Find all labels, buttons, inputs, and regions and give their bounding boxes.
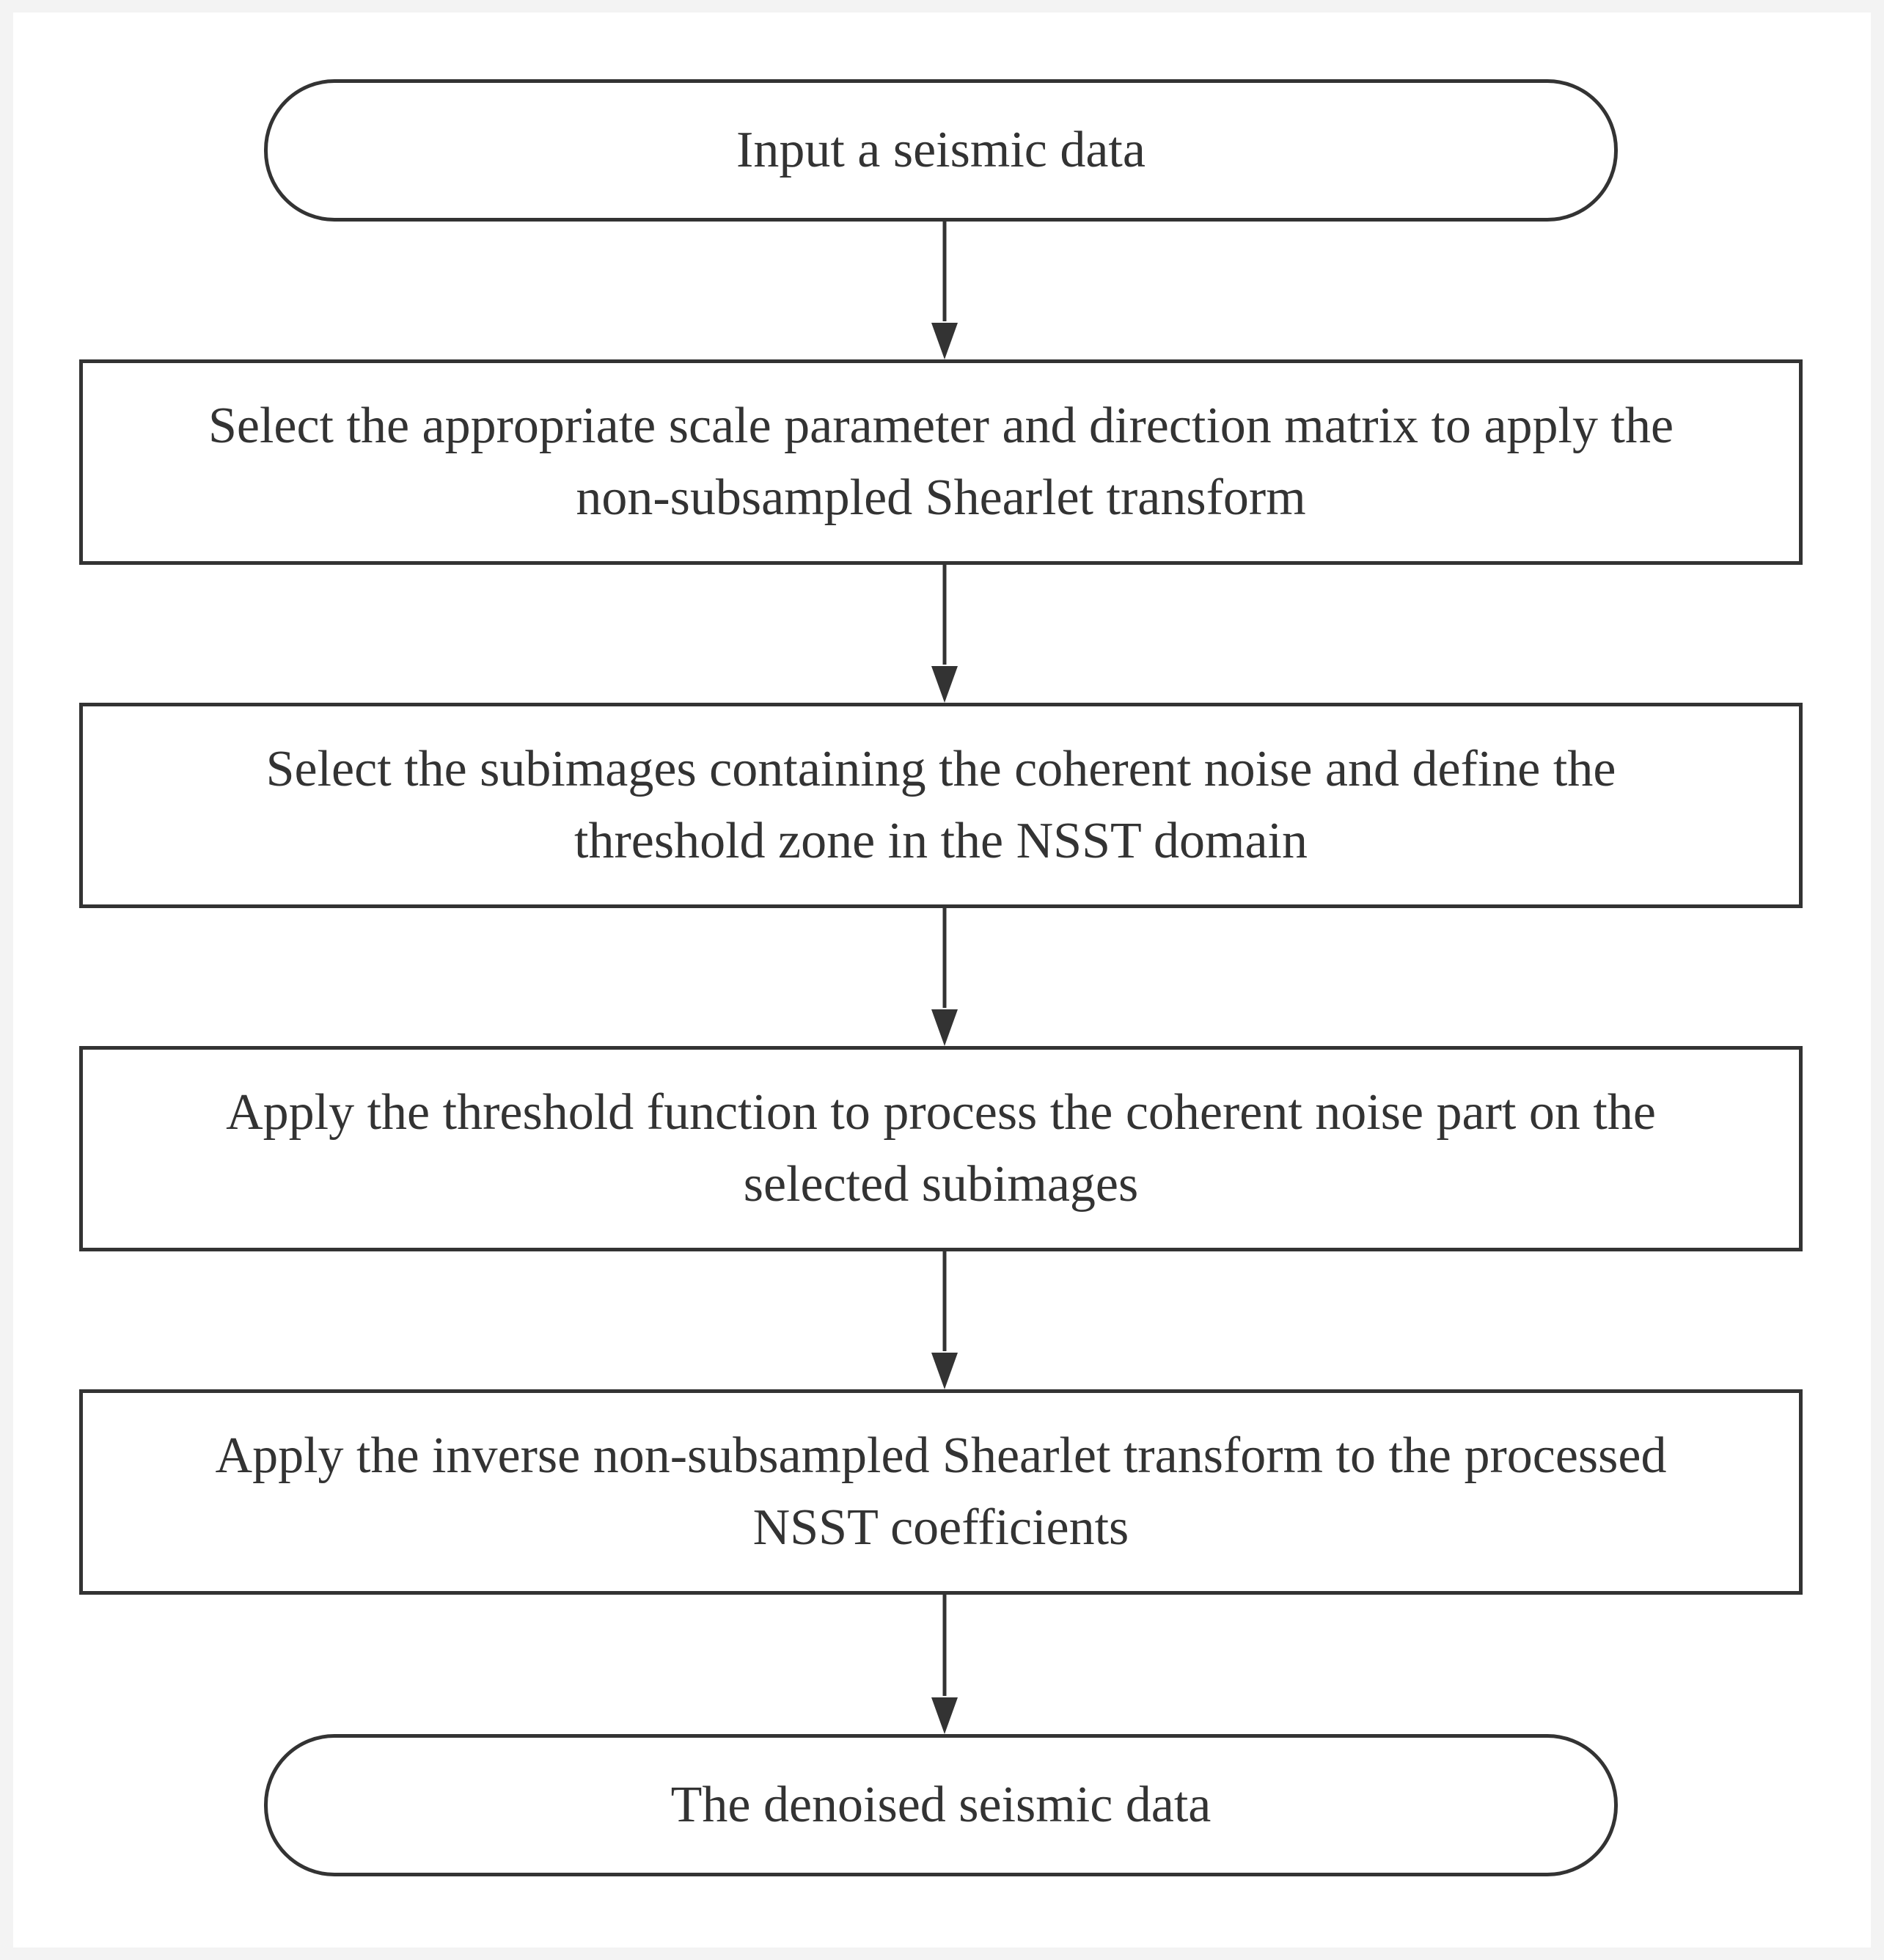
process-node-scale-direction-line-1: Select the appropriate scale parameter a… [208,398,1674,454]
process-node-threshold-function-line-1: Apply the threshold function to process … [226,1084,1656,1141]
process-node-scale-direction-line-2: non-subsampled Shearlet transform [576,469,1306,526]
process-node-scale-direction: Select the appropriate scale parameter a… [79,359,1803,565]
process-node-threshold-function-line-2: selected subimages [743,1156,1139,1213]
process-node-inverse-transform-line-1: Apply the inverse non-subsampled Shearle… [215,1427,1667,1484]
process-node-threshold-function: Apply the threshold function to process … [79,1046,1803,1251]
start-node: Input a seismic data [264,79,1618,222]
process-node-subimages-threshold-zone: Select the subimages containing the cohe… [79,703,1803,908]
end-node: The denoised seismic data [264,1734,1618,1876]
process-node-inverse-transform-line-2: NSST coefficients [752,1499,1129,1556]
process-node-subimages-threshold-zone-line-2: threshold zone in the NSST domain [574,813,1308,869]
process-node-inverse-transform: Apply the inverse non-subsampled Shearle… [79,1389,1803,1595]
process-node-subimages-threshold-zone-line-1: Select the subimages containing the cohe… [265,741,1616,797]
start-node-line-1: Input a seismic data [736,122,1146,178]
flowchart-panel [13,12,1871,1948]
end-node-line-1: The denoised seismic data [670,1777,1212,1833]
